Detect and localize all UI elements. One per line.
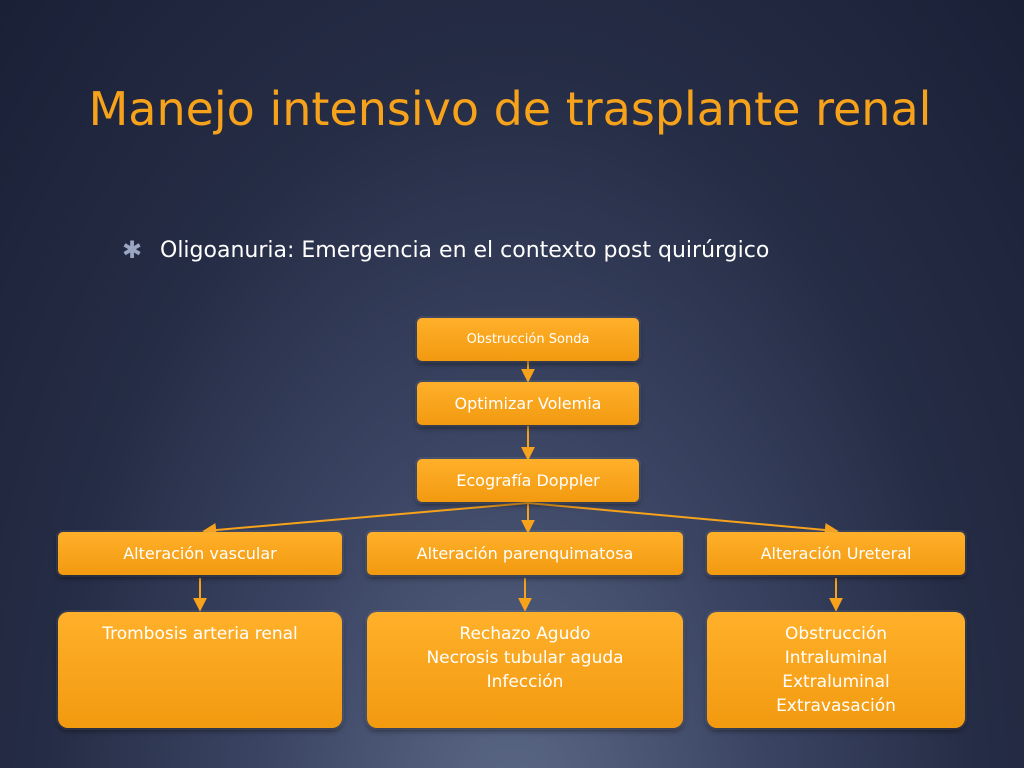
leaf-ureteral-line: Obstrucción [784, 624, 888, 644]
leaf-parenquimatosa-line: Necrosis tubular aguda [426, 648, 624, 668]
arrow-doppler-ureteral [527, 502, 839, 537]
asterisk-bullet-icon: ✱ [122, 236, 143, 264]
leaf-parenquimatosa-line: Infección [486, 672, 564, 692]
leaf-ureteral-line: Extravasación [776, 696, 896, 716]
node-obstruccion-sonda: Obstrucción Sonda [417, 318, 639, 361]
leaf-ureteral-line: Extraluminal [782, 672, 890, 692]
leaf-vascular: Trombosis arteria renal [58, 612, 342, 728]
bullet-item: ✱ Oligoanuria: Emergencia en el contexto… [122, 236, 769, 264]
leaf-parenquimatosa: Rechazo Agudo Necrosis tubular aguda Inf… [367, 612, 683, 728]
node-alteracion-ureteral: Alteración Ureteral [707, 532, 965, 575]
arrow-doppler-vascular [202, 502, 529, 538]
leaf-ureteral-line: Intraluminal [784, 648, 888, 668]
node-alteracion-vascular: Alteración vascular [58, 532, 342, 575]
node-optimizar-volemia: Optimizar Volemia [417, 382, 639, 425]
slide-title: Manejo intensivo de trasplante renal [88, 82, 932, 136]
node-alteracion-parenquimatosa: Alteración parenquimatosa [367, 532, 683, 575]
bullet-text: Oligoanuria: Emergencia en el contexto p… [160, 237, 770, 263]
leaf-ureteral: Obstrucción Intraluminal Extraluminal Ex… [707, 612, 965, 728]
node-ecografia-doppler: Ecografía Doppler [417, 459, 639, 502]
leaf-parenquimatosa-line: Rechazo Agudo [459, 624, 591, 644]
leaf-vascular-line: Trombosis arteria renal [102, 624, 298, 644]
